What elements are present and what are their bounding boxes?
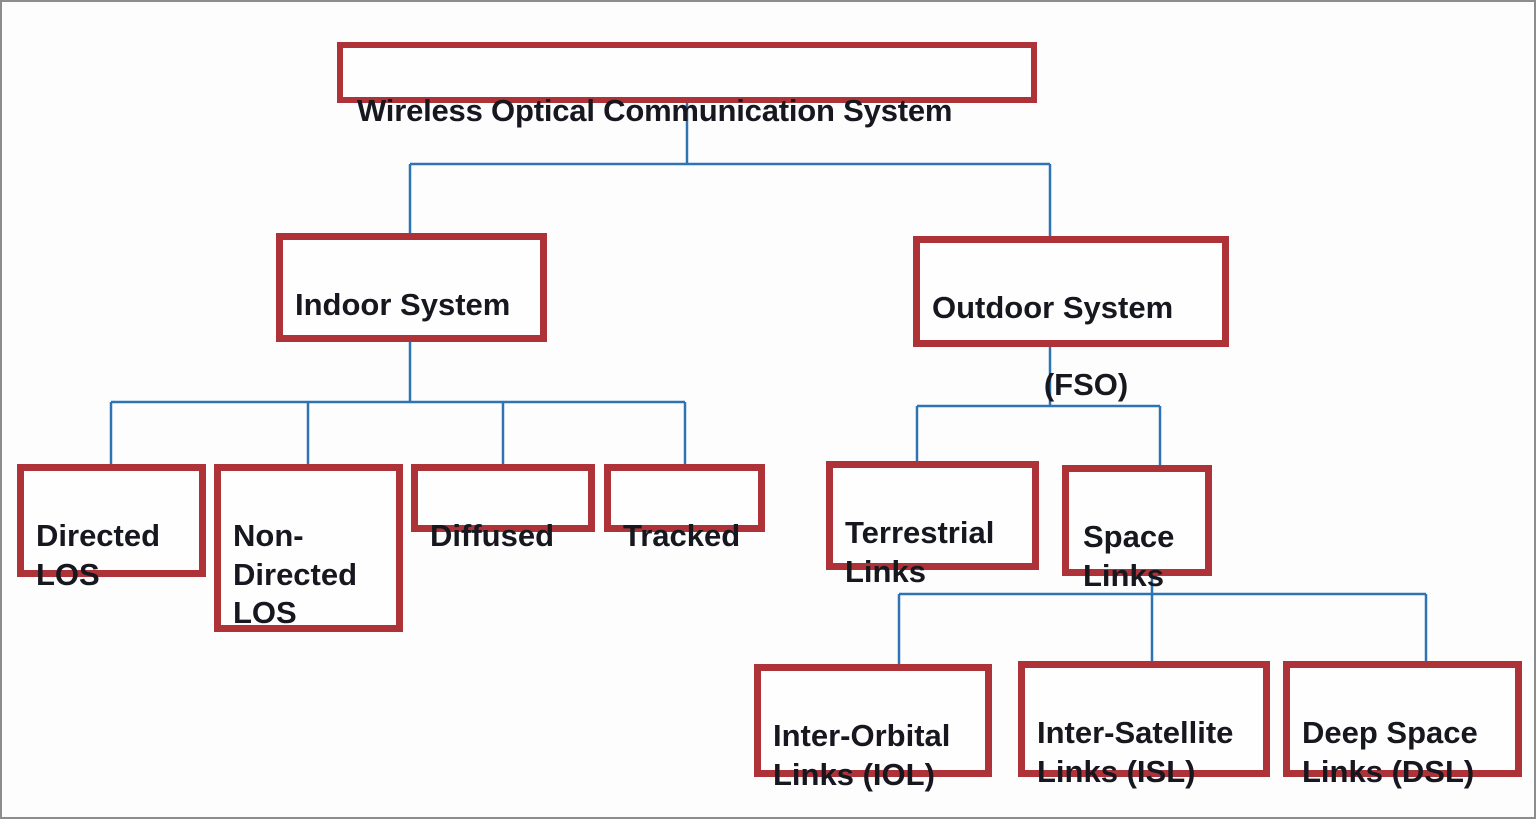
node-label: Directed LOS [36, 517, 161, 592]
node-label: Diffused [430, 517, 554, 553]
node-label: Space Links [1083, 518, 1175, 593]
node-label: Outdoor System [932, 289, 1174, 325]
node-tracked: Tracked [604, 464, 765, 553]
node-inter-satellite-links-isl: Inter-Satellite Links (ISL) [1018, 661, 1270, 789]
node-deep-space-links-dsl: Deep Space Links (DSL) [1283, 661, 1522, 789]
node-label: Non- Directed LOS [233, 517, 358, 631]
node-label: Inter-Satellite Links (ISL) [1037, 714, 1234, 789]
node-non-directed-los: Non- Directed LOS [214, 464, 403, 632]
node-wireless-optical-communication-system: Wireless Optical Communication System [337, 42, 1037, 128]
node-space-links: Space Links [1062, 465, 1212, 593]
node-indoor-system: Indoor System [276, 233, 547, 342]
node-label: Inter-Orbital Links (IOL) [773, 717, 951, 792]
node-terrestrial-links: Terrestrial Links [826, 461, 1039, 589]
node-label: Deep Space Links (DSL) [1302, 714, 1478, 789]
node-label: Terrestrial Links [845, 514, 995, 589]
node-inter-orbital-links-iol: Inter-Orbital Links (IOL) [754, 664, 992, 792]
node-label: Wireless Optical Communication System [357, 92, 953, 128]
node-label: Indoor System [295, 286, 511, 322]
node-sublabel: (FSO) [1043, 367, 1129, 403]
node-outdoor-system-fso: Outdoor System (FSO) [913, 236, 1229, 402]
node-directed-los: Directed LOS [17, 464, 206, 592]
node-diffused: Diffused [411, 464, 595, 553]
node-label: Tracked [623, 517, 741, 553]
